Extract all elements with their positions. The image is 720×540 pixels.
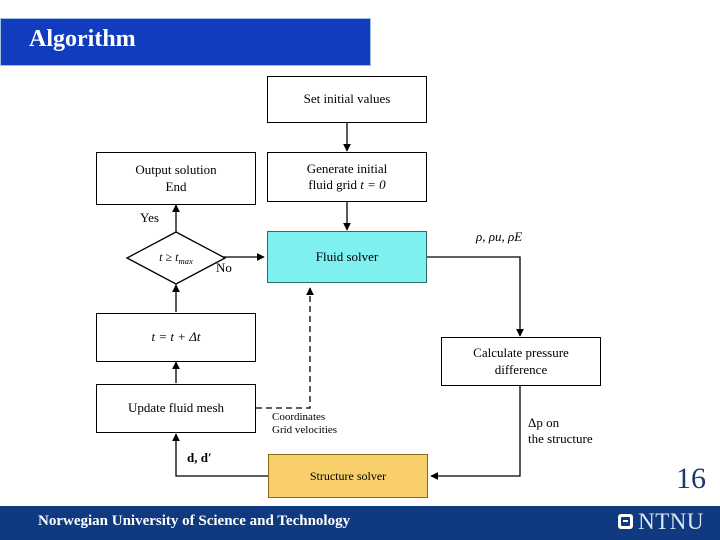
node-label: Output solution End	[131, 162, 220, 195]
node-label-line1: Calculate pressure	[473, 345, 569, 361]
edge-label-conserved-variables: ρ, ρu, ρE	[476, 229, 523, 244]
node-label-subscript: max	[178, 256, 193, 267]
node-label: Set initial values	[303, 91, 391, 107]
node-label: t ≥ tmax	[126, 250, 226, 266]
edge-label-line1: Δp on	[528, 415, 560, 430]
node-time-increment[interactable]: t = t + Δt	[96, 313, 256, 362]
node-label-line1: Output solution	[135, 162, 217, 178]
ntnu-logo: NTNU	[618, 510, 704, 533]
node-label: t = t + Δt	[151, 329, 201, 345]
node-label-line2: difference	[494, 361, 548, 377]
node-time-check[interactable]: t ≥ tmax	[125, 231, 227, 285]
edge-label-no: No	[216, 260, 232, 275]
node-label-line2-math: t = 0	[360, 177, 386, 192]
node-calculate-pressure-difference[interactable]: Calculate pressure difference	[441, 337, 601, 386]
edge-pressure-to-structure	[430, 386, 521, 480]
edge-label-line2: Grid velocities	[272, 424, 338, 437]
node-generate-initial-fluid-grid[interactable]: Generate initial fluid grid t = 0	[267, 152, 427, 202]
node-label-line2-pre: fluid grid	[308, 177, 361, 192]
page-title: Algorithm	[29, 26, 136, 52]
edge-fluidsolver-to-pressure	[427, 256, 524, 337]
node-label: Update fluid mesh	[127, 400, 225, 416]
ntnu-wordmark: NTNU	[638, 509, 704, 534]
edge-mesh-to-fluidsolver-dashed	[256, 287, 314, 409]
node-output-solution-end[interactable]: Output solution End	[96, 152, 256, 205]
node-update-fluid-mesh[interactable]: Update fluid mesh	[96, 384, 256, 433]
edge-label-coordinates-grid-velocities: Coordinates Grid velocities	[272, 411, 337, 437]
node-label-line2: End	[165, 178, 187, 194]
node-set-initial-values[interactable]: Set initial values	[267, 76, 427, 123]
edge-label-pressure-on-structure: Δp on the structure	[528, 415, 593, 446]
node-label: Fluid solver	[315, 248, 379, 264]
ntnu-mark-icon	[618, 514, 634, 529]
edge-structure-to-mesh	[172, 433, 268, 477]
node-label: Generate initial fluid grid t = 0	[303, 161, 392, 194]
edge-label-line2: the structure	[528, 430, 593, 446]
edge-label-yes: Yes	[140, 210, 159, 225]
node-label: Structure solver	[309, 468, 387, 483]
page-number: 16	[676, 462, 706, 495]
node-structure-solver[interactable]: Structure solver	[268, 454, 428, 498]
node-label: Calculate pressure difference	[469, 345, 573, 378]
slide-title-bar: Algorithm	[0, 18, 371, 66]
edge-label-line1: Coordinates	[272, 411, 326, 423]
node-fluid-solver[interactable]: Fluid solver	[267, 231, 427, 283]
footer-organization: Norwegian University of Science and Tech…	[38, 513, 351, 529]
node-label-main: t ≥ t	[159, 249, 179, 264]
node-label-line1: Generate initial	[306, 160, 388, 176]
diamond-shape	[125, 231, 227, 285]
edge-label-displacements: d, d′	[187, 450, 212, 465]
slide-footer: Norwegian University of Science and Tech…	[0, 506, 720, 540]
